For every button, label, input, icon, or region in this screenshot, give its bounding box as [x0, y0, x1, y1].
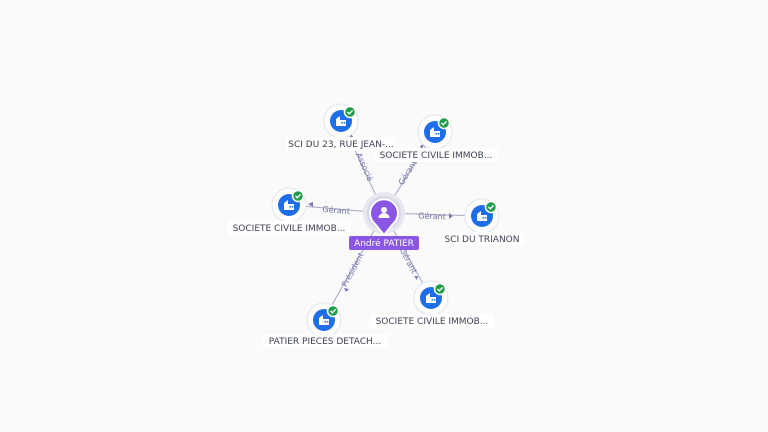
check-icon: [488, 204, 495, 210]
company-node-sci-du-trianon[interactable]: SCI DU TRIANON: [440, 198, 524, 246]
edge-label-sci-immob-top-right: Gérant: [396, 158, 419, 187]
arrow-sci-immob-top-right: [420, 144, 424, 150]
building-icon: [430, 127, 440, 137]
svg-text:André PATIER: André PATIER: [354, 238, 414, 249]
check-icon: [330, 308, 337, 314]
verified-badge: [291, 189, 305, 203]
building-icon: [284, 200, 294, 210]
check-icon: [441, 120, 448, 126]
company-node-sci-immob-bottom-right[interactable]: SOCIETE CIVILE IMMOB...: [370, 280, 494, 328]
svg-text:SCI DU 23, RUE JEAN-...: SCI DU 23, RUE JEAN-...: [288, 140, 394, 150]
person-label: André PATIER: [349, 236, 419, 250]
verified-badge: [437, 116, 451, 130]
company-label: SOCIETE CIVILE IMMOB...: [227, 221, 351, 235]
check-icon: [347, 109, 354, 115]
person-icon: [378, 207, 390, 218]
company-label: SOCIETE CIVILE IMMOB...: [374, 148, 498, 162]
arrow-patier-pieces: [344, 288, 349, 292]
svg-text:SOCIETE CIVILE IMMOB...: SOCIETE CIVILE IMMOB...: [380, 151, 493, 161]
company-node-sci-immob-left[interactable]: SOCIETE CIVILE IMMOB...: [227, 187, 351, 235]
company-label: SOCIETE CIVILE IMMOB...: [370, 314, 494, 328]
edge-label-patier-pieces: Président: [339, 251, 365, 289]
person-node[interactable]: André PATIER: [349, 192, 419, 250]
arrow-sci-immob-bottom-right: [414, 276, 418, 280]
arrow-sci-du-trianon: [449, 213, 453, 219]
company-node-patier-pieces[interactable]: PATIER PIECES DETACH...: [262, 302, 388, 348]
edge-label-sci-immob-bottom-right: Gérant: [398, 246, 420, 275]
building-icon: [319, 315, 329, 325]
company-node-sci-du-23[interactable]: SCI DU 23, RUE JEAN-...: [286, 103, 396, 151]
edge-label-sci-immob-left: Gérant: [322, 204, 350, 216]
building-icon: [336, 116, 346, 126]
check-icon: [437, 286, 444, 292]
edge-label-sci-du-23: Associé: [354, 151, 375, 183]
company-node-sci-immob-top-right[interactable]: SOCIETE CIVILE IMMOB...: [374, 114, 498, 162]
svg-text:SCI DU TRIANON: SCI DU TRIANON: [444, 235, 519, 245]
company-label: SCI DU 23, RUE JEAN-...: [286, 137, 396, 151]
verified-badge: [326, 304, 340, 318]
verified-badge: [343, 105, 357, 119]
company-label: SCI DU TRIANON: [440, 232, 524, 246]
arrow-sci-immob-left: [308, 202, 313, 207]
svg-text:PATIER PIECES DETACH...: PATIER PIECES DETACH...: [269, 337, 381, 347]
edge-label-sci-du-trianon: Gérant: [418, 211, 446, 222]
verified-badge: [433, 282, 447, 296]
verified-badge: [484, 200, 498, 214]
building-icon: [426, 293, 436, 303]
svg-text:SOCIETE CIVILE IMMOB...: SOCIETE CIVILE IMMOB...: [233, 224, 346, 234]
company-label: PATIER PIECES DETACH...: [262, 334, 388, 348]
svg-text:SOCIETE CIVILE IMMOB...: SOCIETE CIVILE IMMOB...: [376, 317, 489, 327]
check-icon: [295, 193, 302, 199]
building-icon: [477, 211, 487, 221]
